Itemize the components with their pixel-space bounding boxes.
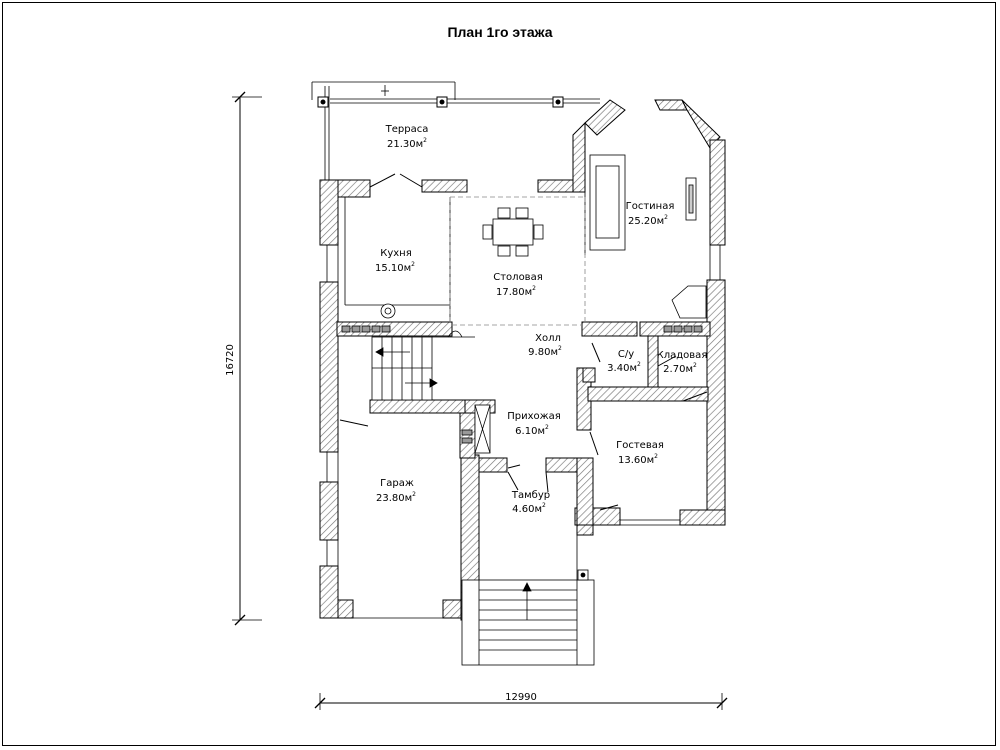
room-vestibule-name: Тамбур bbox=[511, 490, 550, 501]
room-living-name: Гостиная bbox=[626, 201, 675, 212]
room-entry-area: 6.10м bbox=[515, 426, 545, 437]
svg-text:21.30м2: 21.30м2 bbox=[387, 137, 427, 150]
svg-text:3.40м2: 3.40м2 bbox=[607, 361, 641, 374]
svg-text:2.70м2: 2.70м2 bbox=[663, 362, 697, 375]
plan-title: План 1го этажа bbox=[447, 24, 553, 40]
room-hall-area: 9.80м bbox=[528, 347, 558, 358]
room-hall-name: Холл bbox=[535, 333, 561, 344]
zone-lines bbox=[449, 196, 586, 326]
dimension-height bbox=[232, 91, 262, 626]
dimension-width-label: 12990 bbox=[505, 692, 537, 703]
room-labels: Терраса 21.30м2 Гостиная 25.20м2 Кухня 1… bbox=[375, 124, 707, 515]
svg-text:6.10м2: 6.10м2 bbox=[515, 424, 549, 437]
room-dining-name: Столовая bbox=[493, 272, 542, 283]
svg-text:23.80м2: 23.80м2 bbox=[376, 491, 416, 504]
room-wc-name: С/у bbox=[618, 349, 634, 360]
kitchen-equipment bbox=[341, 285, 707, 333]
svg-text:25.20м2: 25.20м2 bbox=[628, 214, 668, 227]
room-wc-area: 3.40м bbox=[607, 363, 637, 374]
exterior-walls bbox=[319, 99, 726, 621]
room-living-area: 25.20м bbox=[628, 216, 664, 227]
room-terrace-name: Терраса bbox=[385, 124, 429, 135]
svg-text:4.60м2: 4.60м2 bbox=[512, 502, 546, 515]
svg-text:9.80м2: 9.80м2 bbox=[528, 345, 562, 358]
sofa bbox=[589, 154, 626, 251]
room-dining-area: 17.80м bbox=[496, 287, 532, 298]
room-garage-area: 23.80м bbox=[376, 493, 412, 504]
dimension-height-label: 16720 bbox=[225, 344, 236, 376]
dining-table bbox=[482, 207, 544, 257]
room-kitchen-area: 15.10м bbox=[375, 263, 411, 274]
room-terrace-area: 21.30м bbox=[387, 139, 423, 150]
svg-text:15.10м2: 15.10м2 bbox=[375, 261, 415, 274]
doors bbox=[339, 173, 708, 511]
room-vestibule-area: 4.60м bbox=[512, 504, 542, 515]
room-guest-name: Гостевая bbox=[616, 440, 664, 451]
room-garage-name: Гараж bbox=[380, 478, 414, 489]
room-kitchen-name: Кухня bbox=[380, 248, 412, 259]
room-guest-area: 13.60м bbox=[618, 455, 654, 466]
svg-text:13.60м2: 13.60м2 bbox=[618, 453, 658, 466]
room-entry-name: Прихожая bbox=[507, 411, 561, 422]
wardrobe bbox=[461, 404, 491, 454]
entry-stairs bbox=[461, 535, 595, 666]
room-storage-area: 2.70м bbox=[663, 364, 693, 375]
terrace-posts bbox=[317, 96, 564, 108]
staircase bbox=[371, 330, 475, 401]
room-storage-name: Кладовая bbox=[657, 350, 708, 361]
dimension-width bbox=[314, 693, 728, 710]
fireplace bbox=[685, 177, 697, 221]
svg-text:17.80м2: 17.80м2 bbox=[496, 285, 536, 298]
